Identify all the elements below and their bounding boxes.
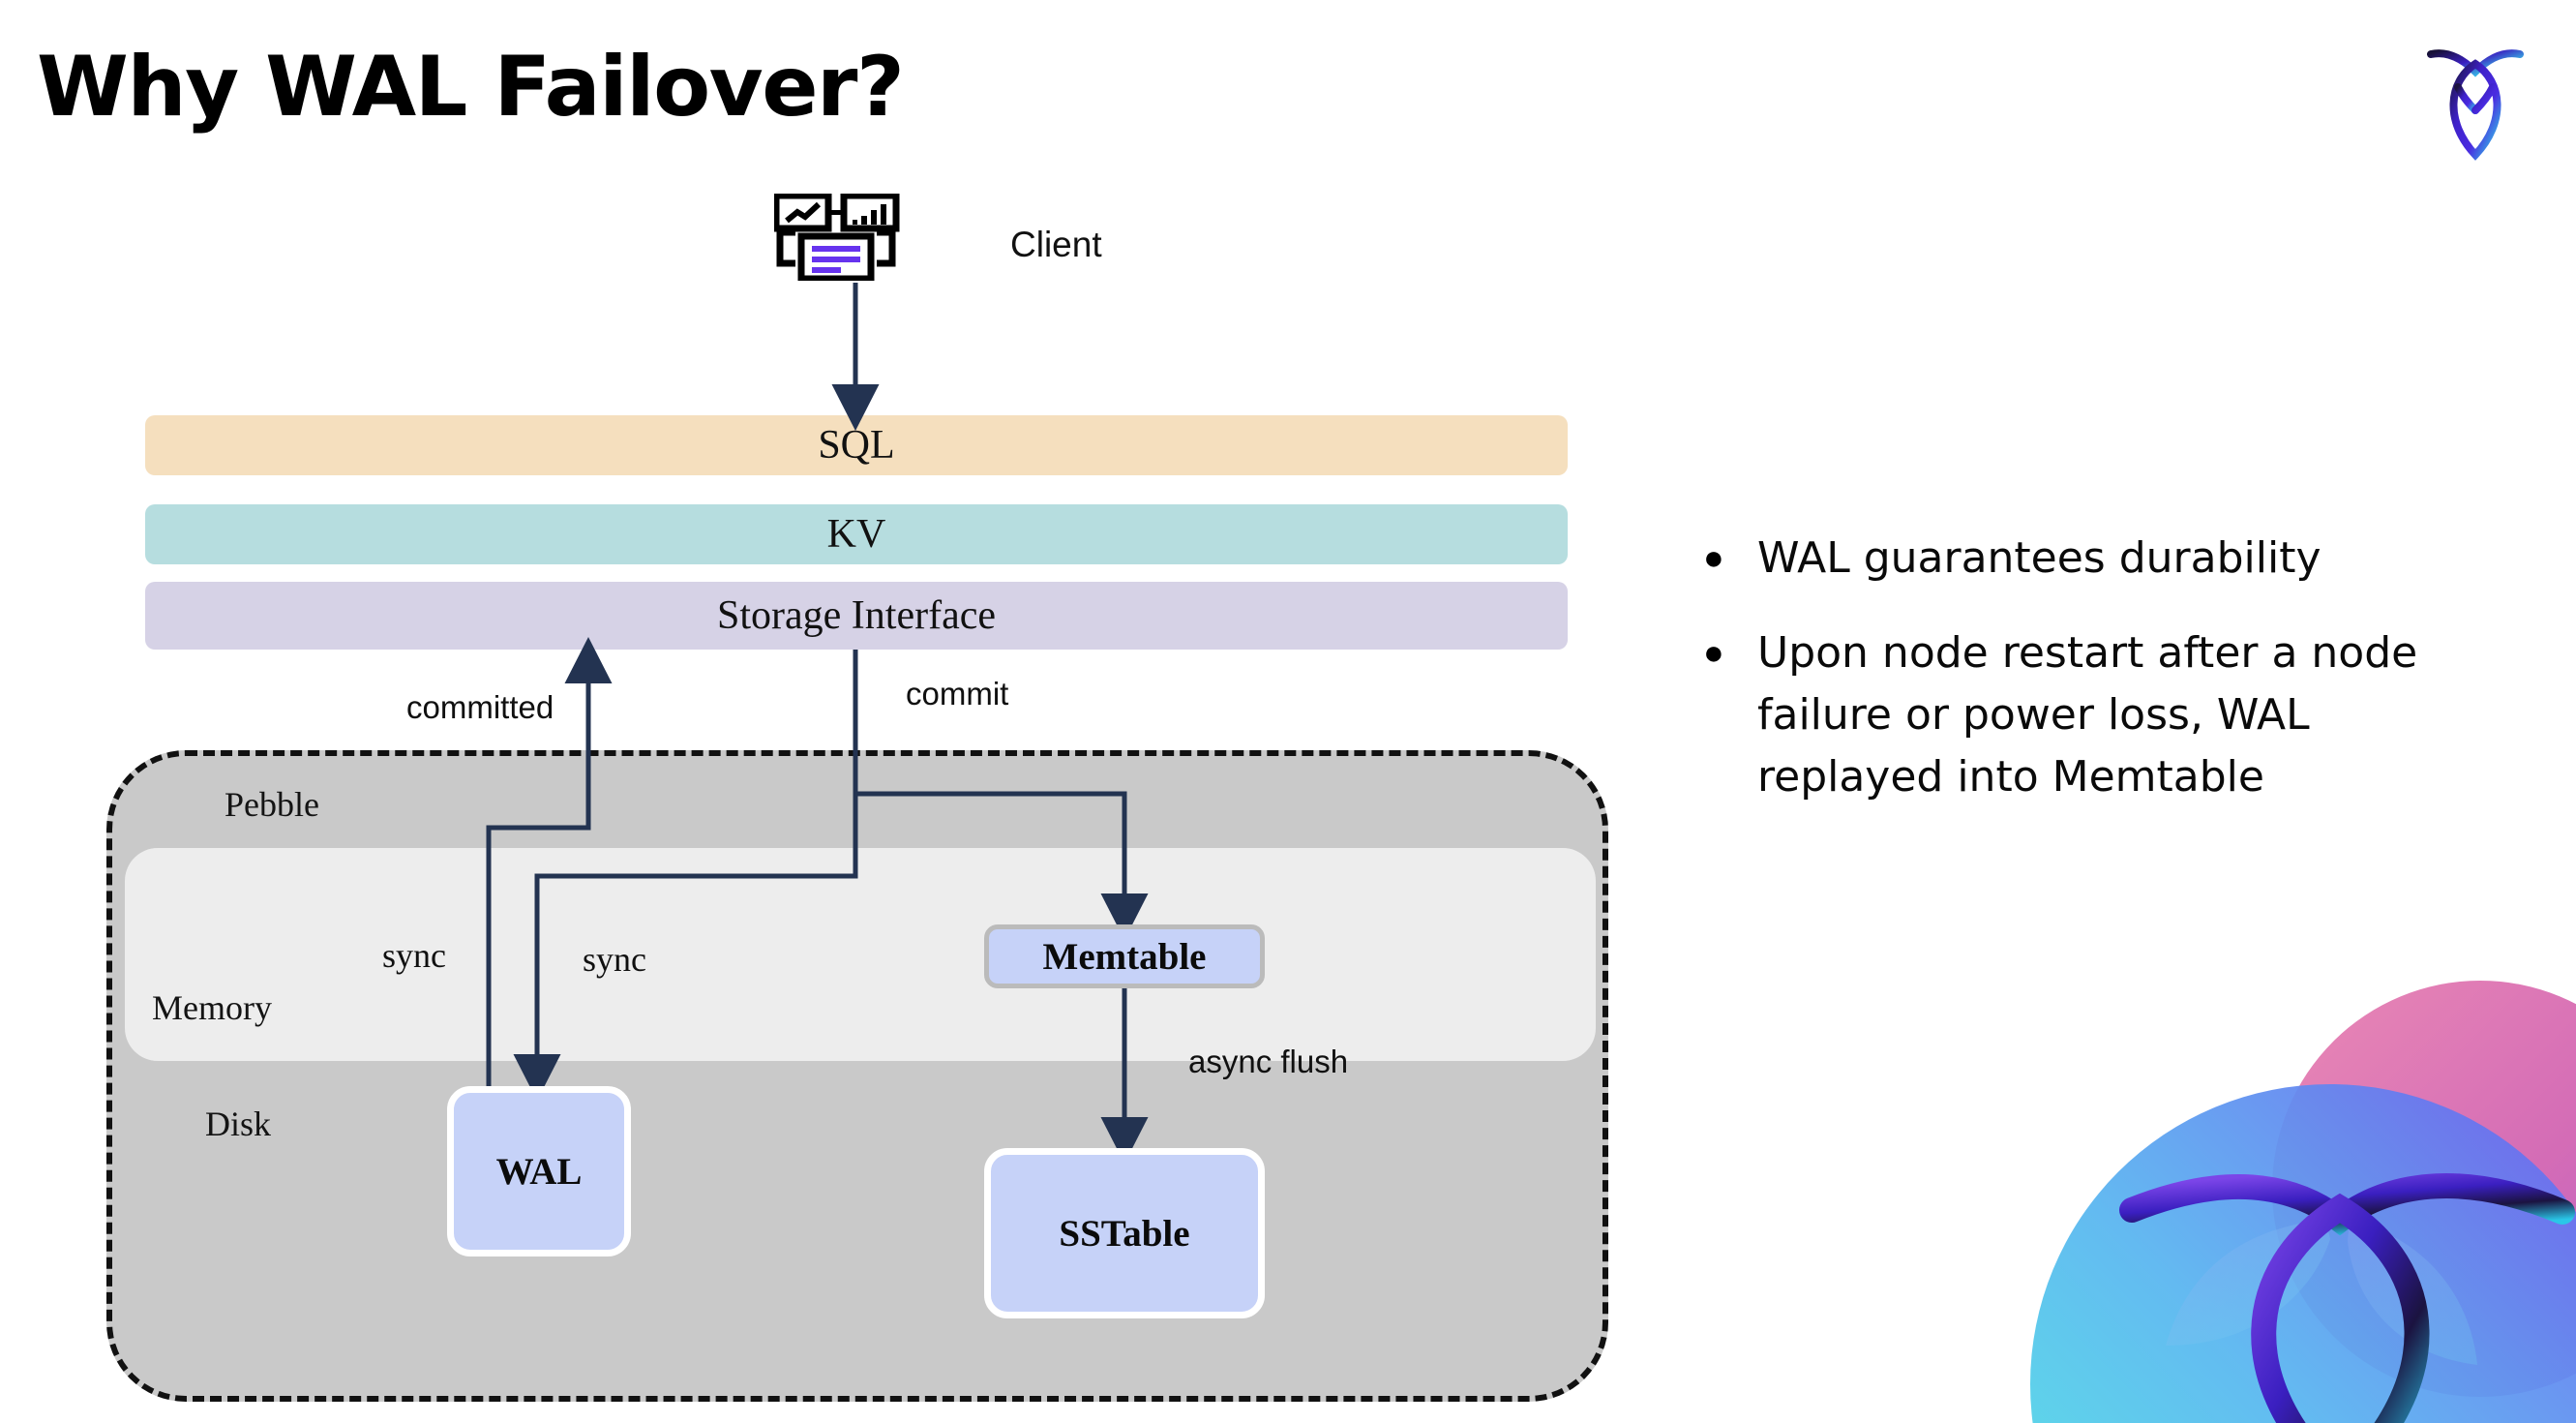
layer-label-sql: SQL xyxy=(818,423,895,468)
store-box-memtable: Memtable xyxy=(984,924,1265,988)
store-box-label-sstable: SSTable xyxy=(1059,1212,1190,1255)
bullet-text: Upon node restart after a node failure o… xyxy=(1757,628,2418,802)
client-dashboard-icon xyxy=(772,192,929,283)
bullet-list: ● WAL guarantees durability ● Upon node … xyxy=(1703,528,2506,841)
store-box-label-wal: WAL xyxy=(495,1150,583,1193)
layer-label-kv: KV xyxy=(826,512,886,557)
pebble-container xyxy=(106,750,1608,1402)
cockroach-leaf-logo-icon xyxy=(2398,21,2553,167)
edge-label-async-flush: async flush xyxy=(1188,1044,1349,1079)
list-item: ● Upon node restart after a node failure… xyxy=(1703,622,2506,808)
list-item: ● WAL guarantees durability xyxy=(1703,528,2506,590)
region-label-memory: Memory xyxy=(152,988,272,1027)
layer-label-storage-interface: Storage Interface xyxy=(717,593,996,638)
region-label-disk: Disk xyxy=(205,1105,272,1143)
cockroach-leaf-decorative-icon xyxy=(1943,929,2576,1423)
layer-bar-kv: KV xyxy=(145,504,1568,564)
bullet-dot-icon: ● xyxy=(1703,632,1724,672)
memory-band xyxy=(125,848,1596,1061)
layer-bar-storage-interface: Storage Interface xyxy=(145,582,1568,650)
layer-bar-sql: SQL xyxy=(145,415,1568,475)
bullet-text: WAL guarantees durability xyxy=(1757,533,2321,583)
bullet-dot-icon: ● xyxy=(1703,537,1724,577)
page-title: Why WAL Failover? xyxy=(37,39,905,136)
edge-label-sync-2: sync xyxy=(583,940,646,979)
region-label-pebble: Pebble xyxy=(225,785,319,824)
store-box-sstable: SSTable xyxy=(984,1148,1265,1318)
store-box-label-memtable: Memtable xyxy=(1042,935,1207,978)
client-label: Client xyxy=(1010,225,1102,264)
edge-label-commit: commit xyxy=(906,676,1009,712)
architecture-diagram: Client SQL KV Storage Interface Pebble M… xyxy=(106,192,1608,1402)
edge-label-sync-1: sync xyxy=(382,936,446,975)
store-box-wal: WAL xyxy=(447,1086,631,1256)
edge-label-committed: committed xyxy=(406,689,554,725)
